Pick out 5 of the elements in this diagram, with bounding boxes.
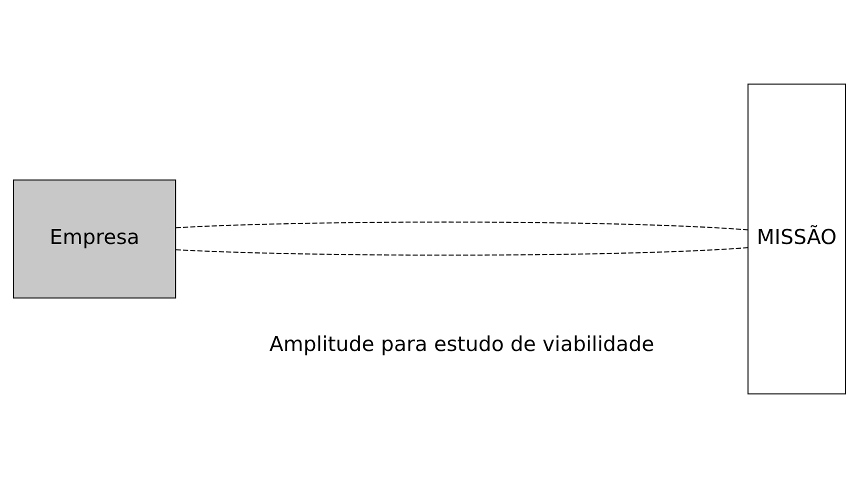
node-box: MISSÃO <box>747 84 846 394</box>
connector <box>175 247 748 256</box>
label: Amplitude para estudo de viabilidade <box>268 332 654 356</box>
connector <box>175 222 748 230</box>
node-box: Empresa <box>12 180 176 298</box>
